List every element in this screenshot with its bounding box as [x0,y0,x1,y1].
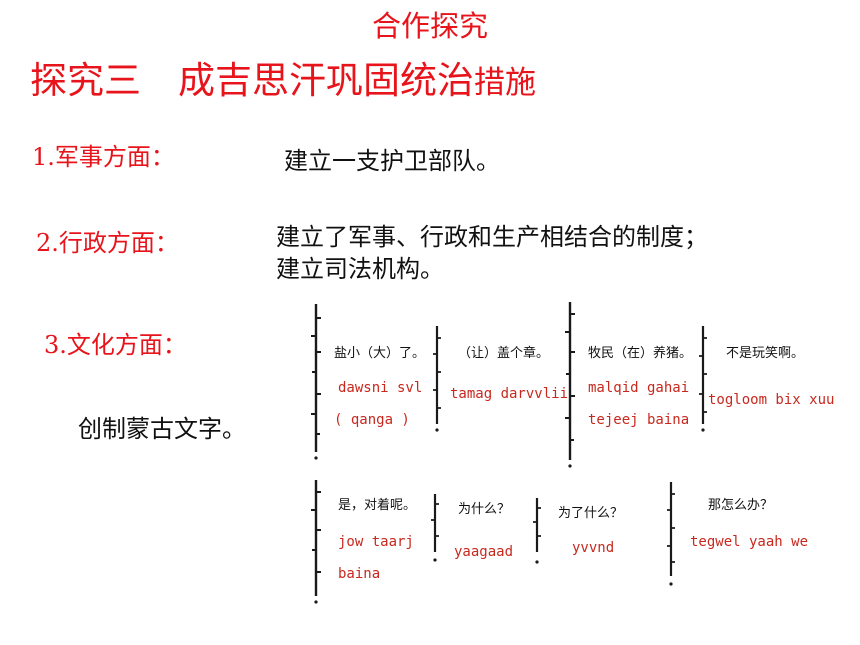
mongolian-script-column-4 [699,326,707,432]
title-main: 探究三 成吉思汗巩固统治 [30,59,474,102]
mongolian-script-column-5 [311,480,321,604]
example-zh-5: 是，对着呢。 [338,498,417,513]
slide-heading: 合作探究 [371,9,488,43]
mongolian-script-column-8 [667,482,675,586]
example-latin-5a: jow taarj [338,534,414,550]
item-desc-administration-1: 建立了军事、行政和生产相结合的制度； [276,223,708,251]
item-label-culture: 3.文化方面： [44,331,187,359]
example-latin-2: tamag darvvlii [450,386,569,402]
example-latin-8: tegwel yaah we [690,534,809,550]
item-desc-administration-2: 建立司法机构。 [276,255,444,283]
item-label-military: 1.军事方面： [32,143,175,171]
example-latin-3a: malqid gahai [588,380,690,396]
title-tail: 措施 [474,65,536,101]
mongolian-script-column-3 [565,302,575,468]
mongolian-script-column-1 [311,304,321,460]
mongolian-script-examples: 盐小（大）了。 dawsni svl ( qanga ) （让）盖个章。 tam… [298,298,834,608]
item-desc-culture: 创制蒙古文字。 [78,415,246,443]
example-zh-6: 为什么？ [458,502,511,517]
mongolian-script-column-6 [431,494,439,562]
example-latin-1b: ( qanga ) [334,412,410,428]
example-latin-3b: tejeej baina [588,412,690,428]
example-zh-8: 那怎么办？ [708,498,774,513]
example-latin-5b: baina [338,566,381,582]
example-latin-4: togloom bix xuu [708,392,835,408]
example-zh-4: 不是玩笑啊。 [726,346,805,361]
example-latin-1a: dawsni svl [338,380,423,396]
slide-title: 探究三 成吉思汗巩固统治措施 [30,58,536,106]
example-zh-7: 为了什么？ [558,506,624,521]
example-latin-7: yvvnd [572,540,615,556]
mongolian-script-column-2 [433,326,441,432]
example-latin-6: yaagaad [454,544,514,560]
item-label-administration: 2.行政方面： [36,229,179,257]
example-zh-2: （让）盖个章。 [458,346,550,361]
item-desc-military: 建立一支护卫部队。 [284,147,500,175]
example-zh-3: 牧民（在）养猪。 [588,346,693,361]
mongolian-script-column-7 [533,498,541,564]
example-zh-1: 盐小（大）了。 [334,346,426,361]
